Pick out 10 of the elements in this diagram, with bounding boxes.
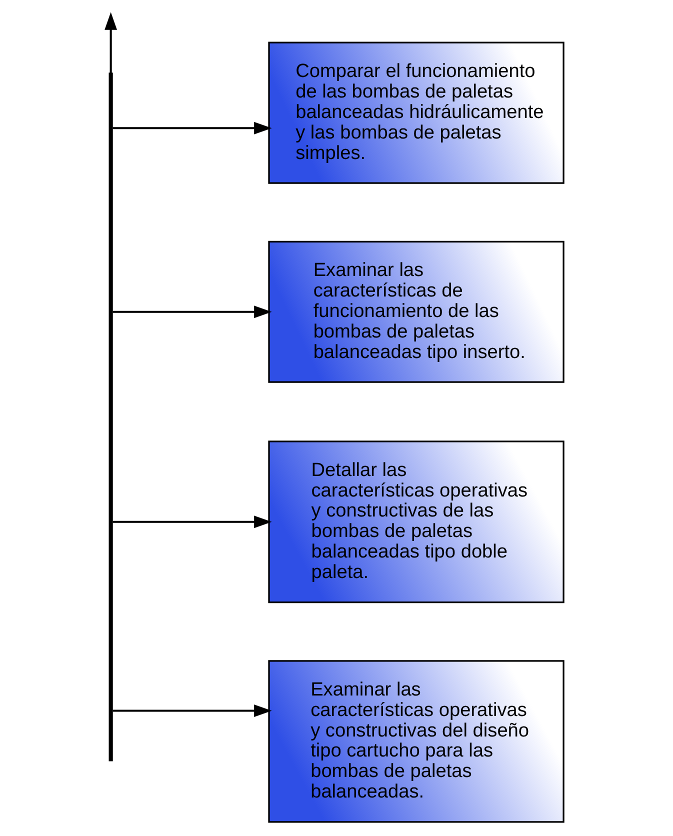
arrow: [112, 516, 272, 528]
node-box: Examinar las características operativas y constructivas del diseño tipo cartucho para las bombas de paletas balanceadas.: [268, 660, 564, 823]
node-box: Detallar las características operativas y constructivas de las bombas de paletas balanceadas tipo doble paleta.: [268, 440, 564, 604]
arrow: [104, 12, 118, 74]
node-bar: [108, 72, 113, 762]
node-box: Comparar el funcionamiento de las bombas de paletas balanceadas hidráulicamente y las bombas de paletas simples.: [268, 42, 564, 184]
node-box: Examinar las características de funcionamiento de las bombas de paletas balanceadas tipo inserto.: [268, 240, 564, 383]
arrow: [112, 704, 272, 717]
arrow: [112, 306, 272, 318]
arrow: [112, 122, 272, 134]
